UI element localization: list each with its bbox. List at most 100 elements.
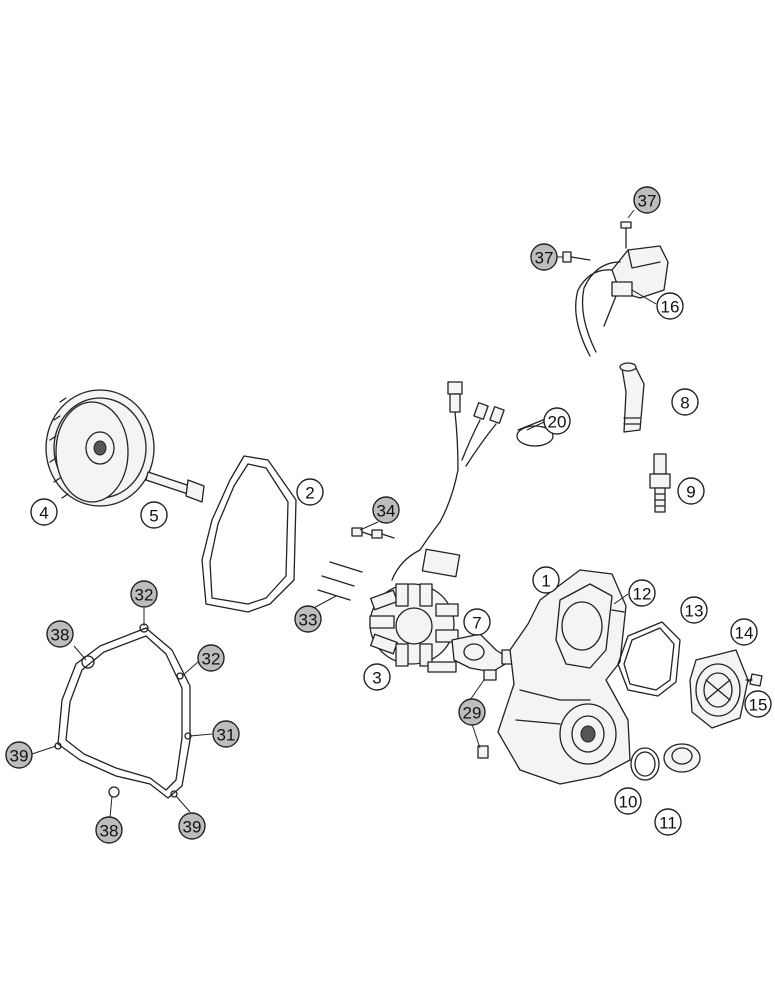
- callout-39: 39: [178, 812, 206, 840]
- cover-cap: [689, 649, 749, 729]
- callout-37: 37: [530, 243, 558, 271]
- callout-circle: [543, 407, 571, 435]
- spark-plug-connector: [619, 362, 645, 433]
- screws-34: [351, 527, 395, 539]
- callout-32: 32: [130, 580, 158, 608]
- callout-circle: [730, 618, 758, 646]
- callout-33: 33: [294, 605, 322, 633]
- callout-16: 16: [656, 292, 684, 320]
- stator: [369, 583, 459, 667]
- callout-label: 8: [680, 394, 689, 413]
- ignition-coil: [562, 221, 669, 357]
- callout-circle: [30, 498, 58, 526]
- callout-label: 7: [472, 614, 481, 633]
- wiring-harness: [391, 381, 505, 581]
- callout-label: 37: [535, 249, 554, 268]
- callout-label: 15: [749, 696, 768, 715]
- callout-2: 2: [296, 478, 324, 506]
- callout-5: 5: [140, 501, 168, 529]
- callout-label: 34: [377, 502, 396, 521]
- callout-label: 11: [659, 814, 677, 833]
- callout-12: 12: [628, 579, 656, 607]
- callout-label: 14: [735, 624, 754, 643]
- callout-label: 20: [548, 413, 567, 432]
- callout-8: 8: [671, 388, 699, 416]
- callout-label: 2: [305, 484, 314, 503]
- callout-circle: [614, 787, 642, 815]
- callout-label: 1: [541, 572, 550, 591]
- callout-10: 10: [614, 787, 642, 815]
- callout-circle: [458, 698, 486, 726]
- callout-circle: [463, 608, 491, 636]
- callout-1: 1: [532, 566, 560, 594]
- callout-circle: [532, 566, 560, 594]
- callout-label: 10: [619, 793, 638, 812]
- callout-circle: [294, 605, 322, 633]
- generator-cover: [497, 569, 631, 785]
- callout-label: 38: [100, 822, 119, 841]
- cover-plug: [663, 743, 701, 773]
- callout-label: 13: [685, 602, 704, 621]
- callout-37: 37: [633, 186, 661, 214]
- callout-7: 7: [463, 608, 491, 636]
- callout-label: 32: [202, 650, 221, 669]
- callout-circle: [677, 477, 705, 505]
- callout-circle: [628, 579, 656, 607]
- callout-34: 34: [372, 496, 400, 524]
- callout-circle: [5, 741, 33, 769]
- callout-circle: [671, 388, 699, 416]
- callout-label: 39: [183, 818, 202, 837]
- callout-label: 29: [463, 704, 482, 723]
- callout-4: 4: [30, 498, 58, 526]
- callout-circle: [680, 596, 708, 624]
- callout-11: 11: [654, 808, 682, 836]
- callout-circle: [296, 478, 324, 506]
- callout-13: 13: [680, 596, 708, 624]
- dowels: [477, 669, 497, 759]
- rotor-bolt: [145, 471, 205, 503]
- cap-screw: [745, 673, 763, 687]
- callout-circle: [212, 720, 240, 748]
- rotor: [45, 389, 155, 507]
- gasket: [201, 455, 297, 613]
- callout-label: 37: [638, 192, 657, 211]
- callout-circle: [130, 580, 158, 608]
- callout-circle: [197, 644, 225, 672]
- callout-14: 14: [730, 618, 758, 646]
- callout-9: 9: [677, 477, 705, 505]
- callout-label: 38: [51, 626, 70, 645]
- callout-layer: 37 37 16 8 20 9 4 5 2 34 1 12 13 14 15 33 7 3 29 32 38 32 31 39…: [5, 186, 772, 844]
- callout-15: 15: [744, 690, 772, 718]
- callout-label: 33: [299, 611, 318, 630]
- callout-31: 31: [212, 720, 240, 748]
- callout-circle: [656, 292, 684, 320]
- callout-circle: [178, 812, 206, 840]
- leader-lines: [31, 209, 753, 819]
- callout-3: 3: [363, 663, 391, 691]
- callout-label: 5: [149, 507, 158, 526]
- pickup: [427, 633, 513, 673]
- screws-33: [317, 561, 363, 601]
- callout-label: 4: [39, 504, 48, 523]
- callout-38: 38: [95, 816, 123, 844]
- callout-label: 31: [217, 726, 236, 745]
- callout-39: 39: [5, 741, 33, 769]
- callout-38: 38: [46, 620, 74, 648]
- callout-circle: [372, 496, 400, 524]
- callout-circle: [530, 243, 558, 271]
- callout-label: 3: [372, 669, 381, 688]
- callout-20: 20: [543, 407, 571, 435]
- callout-circle: [363, 663, 391, 691]
- callout-label: 12: [633, 585, 652, 604]
- callout-circle: [633, 186, 661, 214]
- callout-label: 16: [661, 298, 680, 317]
- callout-circle: [744, 690, 772, 718]
- callout-label: 39: [10, 747, 29, 766]
- callout-circle: [95, 816, 123, 844]
- o-ring: [630, 747, 660, 781]
- cover-gasket: [617, 621, 681, 697]
- callout-circle: [46, 620, 74, 648]
- crankcase-gasket: [54, 623, 192, 799]
- callout-circle: [140, 501, 168, 529]
